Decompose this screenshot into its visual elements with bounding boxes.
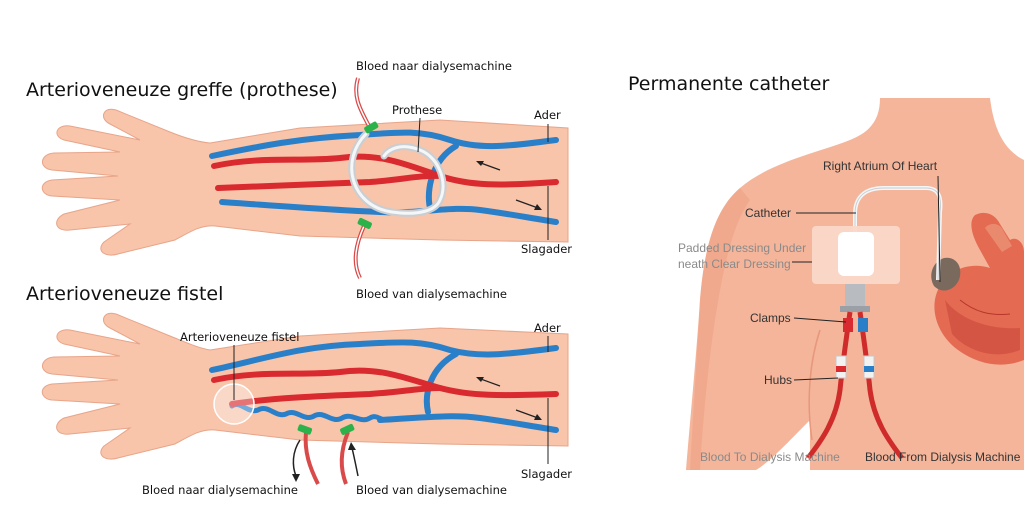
heart bbox=[931, 212, 1024, 365]
fistula-panel: Arterioveneuze fistel bbox=[26, 283, 572, 497]
fistula-forearm bbox=[41, 312, 569, 460]
graft-panel: Arterioveneuze greffe (prothese) Bl bbox=[26, 59, 572, 301]
fistula-title: Arterioveneuze fistel bbox=[26, 283, 223, 305]
fistula-flow-arrow-right bbox=[515, 409, 542, 420]
graft-prosthesis-highlight bbox=[350, 132, 445, 215]
catheter-label-catheter: Catheter bbox=[745, 206, 791, 220]
hub-red-band bbox=[836, 366, 846, 372]
graft-title: Arterioveneuze greffe (prothese) bbox=[26, 79, 338, 101]
catheter-shoulder-shade bbox=[690, 188, 750, 470]
clamp-blue bbox=[858, 318, 868, 332]
fistula-vein-connector bbox=[423, 351, 459, 415]
fistula-artery-top bbox=[211, 367, 559, 399]
catheter-connector bbox=[845, 284, 865, 306]
fistula-arrow-in bbox=[348, 442, 359, 477]
catheter-label-right-atrium: Right Atrium Of Heart bbox=[823, 159, 938, 173]
graft-tube-top-shine bbox=[355, 77, 371, 129]
catheter-label-clamps: Clamps bbox=[750, 311, 791, 325]
fistula-tube-right bbox=[339, 431, 350, 485]
catheter-lumen-blue bbox=[857, 311, 904, 460]
graft-label-artery: Slagader bbox=[521, 242, 572, 256]
graft-flow-arrow-right bbox=[515, 199, 542, 210]
clamp-red bbox=[843, 318, 853, 332]
fistula-needle-right bbox=[340, 423, 355, 435]
graft-artery-top bbox=[211, 153, 559, 188]
catheter-label-dressing-line1: Padded Dressing Under bbox=[678, 241, 806, 255]
catheter-connector-ring bbox=[840, 306, 870, 312]
graft-needle-bottom bbox=[357, 217, 372, 229]
fistula-artery-bottom bbox=[229, 385, 443, 407]
fistula-vein-top bbox=[209, 339, 559, 373]
catheter-label-dressing-line2: neath Clear Dressing bbox=[678, 257, 791, 271]
fistula-needle-left bbox=[297, 424, 313, 435]
catheter-dressing-clear bbox=[838, 232, 874, 276]
graft-flow-arrow-left bbox=[476, 161, 501, 171]
catheter-line-edge bbox=[854, 187, 941, 281]
graft-artery-bottom bbox=[215, 172, 443, 191]
fistula-label-artery: Slagader bbox=[521, 467, 572, 481]
catheter-label-blood-from-machine: Blood From Dialysis Machine bbox=[865, 450, 1021, 464]
fistula-label-vein: Ader bbox=[534, 321, 561, 335]
graft-vein-top bbox=[209, 129, 559, 159]
graft-label-prosthesis: Prothese bbox=[392, 103, 442, 117]
catheter-lumen-red bbox=[806, 311, 853, 460]
catheter-leader-right-atrium bbox=[937, 175, 941, 283]
catheter-label-hubs: Hubs bbox=[764, 373, 792, 387]
fistula-label-blood-to-machine: Bloed naar dialysemachine bbox=[142, 483, 298, 497]
fistula-tube-left bbox=[303, 431, 320, 485]
catheter-title: Permanente catheter bbox=[628, 73, 829, 95]
catheter-panel: Permanente catheter bbox=[628, 73, 1024, 470]
graft-label-blood-from-machine: Bloed van dialysemachine bbox=[356, 287, 507, 301]
graft-label-vein: Ader bbox=[534, 108, 561, 122]
graft-tube-bottom-shine bbox=[354, 225, 365, 279]
fistula-vein-bottom bbox=[377, 413, 559, 433]
hub-blue-band bbox=[864, 366, 874, 372]
fistula-vein-wavy bbox=[229, 402, 389, 423]
catheter-label-blood-to-machine: Blood To Dialysis Machine bbox=[700, 450, 840, 464]
fistula-arrow-out bbox=[292, 439, 301, 482]
graft-label-blood-to-machine: Bloed naar dialysemachine bbox=[356, 59, 512, 73]
catheter-leader-hubs bbox=[793, 377, 839, 381]
catheter-chest-line bbox=[808, 329, 821, 441]
fistula-label-fistula: Arterioveneuze fistel bbox=[180, 330, 299, 344]
catheter-leader-clamps bbox=[793, 317, 847, 323]
graft-leader-prosthesis bbox=[417, 117, 421, 153]
graft-needle-top bbox=[364, 121, 379, 134]
fistula-label-blood-from-machine: Bloed van dialysemachine bbox=[356, 483, 507, 497]
fistula-flow-arrow-left bbox=[476, 377, 501, 387]
